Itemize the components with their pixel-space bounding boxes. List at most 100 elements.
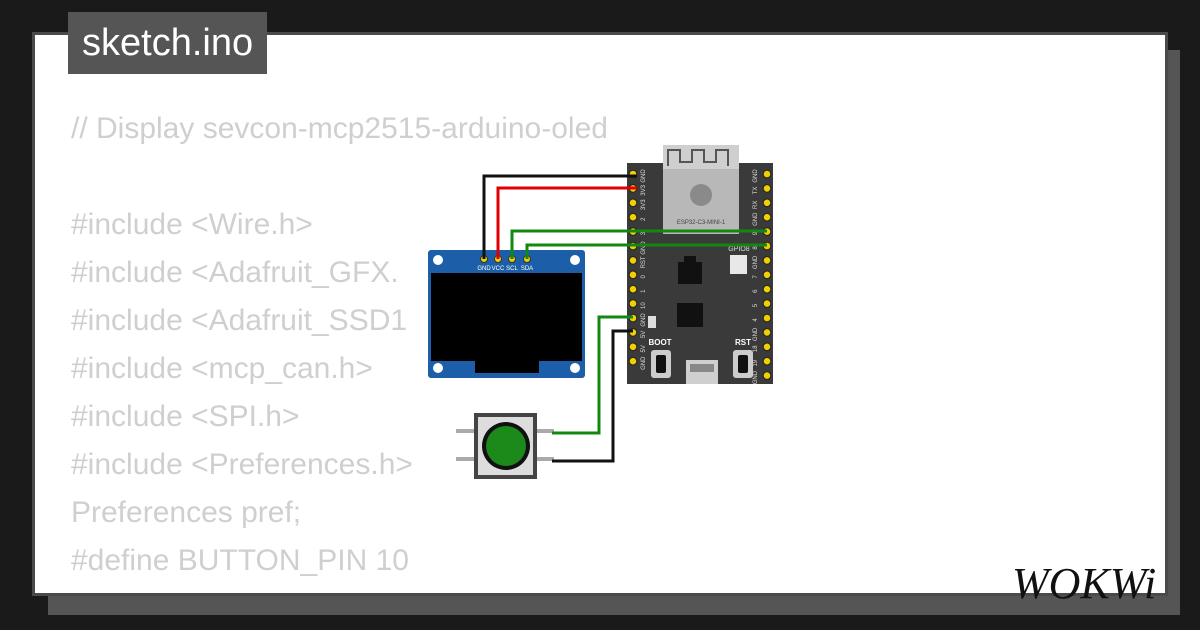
esp-pin[interactable] (762, 284, 772, 294)
esp-pin-label: 2 (641, 217, 647, 221)
esp-pin[interactable] (762, 184, 772, 193)
esp-pin-label: 5 (753, 303, 759, 307)
esp-pin-label: GND (641, 356, 647, 370)
wokwi-logo: WOKWi (1012, 559, 1156, 608)
preview-card: // Display sevcon-mcp2515-arduino-oled #… (32, 32, 1168, 596)
button-leg (534, 429, 554, 433)
esp-pin[interactable] (628, 256, 638, 265)
code-line: #define BUTTON_PIN 10 (71, 544, 409, 577)
wires (482, 174, 767, 463)
oled-pin-label: GND (477, 266, 491, 272)
esp-pin[interactable] (628, 356, 638, 366)
esp-pin[interactable] (628, 270, 638, 280)
esp-pin-label: 5V (641, 345, 647, 352)
oled-pin-label: SDA (521, 266, 533, 272)
oled-ribbon (475, 361, 539, 373)
code-line: Preferences pref; (71, 496, 302, 529)
code-line: #include <Wire.h> (71, 208, 313, 241)
esp-pin-label: 3V3 (641, 184, 647, 195)
rst-button-cap (738, 355, 748, 373)
wire-sda (525, 243, 767, 259)
esp-pin-label: GND (753, 327, 759, 341)
esp-pin-label: 19 (753, 359, 759, 366)
esp-pin[interactable] (628, 342, 638, 352)
wire-scl (510, 229, 767, 259)
esp-pin[interactable] (762, 299, 772, 308)
wire-button-gnd (552, 329, 633, 463)
esp-pin[interactable] (628, 212, 638, 222)
regulator (678, 262, 702, 284)
esp-pin-label: TX (753, 187, 759, 195)
esp-pin-label: RX (753, 201, 759, 209)
espressif-icon (690, 184, 712, 206)
code-line: #include <Adafruit_GFX. (71, 256, 399, 289)
code-line: #include <Preferences.h> (71, 448, 413, 481)
pushbutton[interactable] (456, 413, 554, 479)
esp-pin-label: GND (753, 370, 759, 384)
mount-hole (433, 363, 443, 373)
usb-chip (677, 303, 703, 327)
regulator-tab (684, 256, 696, 262)
esp-pin-label: 3V3 (641, 199, 647, 210)
esp-pin-label: 9 (753, 231, 759, 235)
esp-pin[interactable] (762, 270, 772, 280)
esp-pin-label: GND (753, 169, 759, 183)
esp-pin-label: GND (641, 169, 647, 183)
module-label: ESP32-C3-MINI-1 (677, 220, 726, 226)
code-line: #include <Adafruit_SSD1 (71, 304, 408, 337)
esp-pin-label: 5V (641, 331, 647, 338)
rgb-led (730, 255, 747, 274)
code-listing: // Display sevcon-mcp2515-arduino-oled #… (71, 105, 608, 585)
esp-pin-label: 6 (753, 289, 759, 293)
esp-pin-label: 3 (641, 231, 647, 235)
esp-pin-label: 18 (753, 345, 759, 352)
button-leg (534, 457, 554, 461)
esp-pin[interactable] (762, 371, 772, 380)
file-tab[interactable]: sketch.ino (68, 12, 268, 74)
boot-label: BOOT (648, 338, 671, 347)
antenna-trace (667, 149, 729, 166)
oled-screen (431, 273, 582, 361)
code-line: #include <mcp_can.h> (71, 352, 373, 385)
esp-pin-label: GND (641, 313, 647, 327)
esp-pin[interactable] (628, 284, 638, 294)
wire-button-signal (552, 315, 633, 435)
esp-pin-label: GND (641, 241, 647, 255)
usb-port-slot (690, 364, 714, 372)
esp-pin-label: RST (641, 256, 647, 268)
code-line: // Display sevcon-mcp2515-arduino-oled (71, 112, 608, 145)
oled-pin-label: VCC (492, 266, 505, 272)
esp-pin-label: GND (753, 255, 759, 269)
wire-gnd (482, 174, 637, 259)
button-leg (456, 429, 476, 433)
mount-hole (570, 255, 580, 265)
oled-pin-label: SCL (506, 266, 518, 272)
esp-pin[interactable] (762, 342, 772, 352)
esp-pin-label: 8 (753, 246, 759, 250)
esp-pin[interactable] (762, 328, 772, 337)
esp-pin[interactable] (762, 169, 772, 179)
esp-pin[interactable] (762, 212, 772, 222)
mount-hole (433, 255, 443, 265)
esp-pin[interactable] (628, 198, 638, 208)
esp-pin[interactable] (628, 299, 638, 308)
esp-pin-label: 0 (641, 274, 647, 278)
code-line: #include <SPI.h> (71, 400, 300, 433)
esp32-c3-board[interactable]: ESP32-C3-MINI-1 GPIO8 BOOT RST GND3V33V3… (627, 145, 773, 384)
boot-button-cap (656, 355, 666, 373)
esp-pin[interactable] (762, 356, 772, 366)
button-cap (486, 426, 526, 466)
esp-pin[interactable] (762, 256, 772, 265)
esp-pin[interactable] (762, 198, 772, 208)
esp-pin-label: 4 (753, 318, 759, 322)
smd-led (648, 316, 656, 328)
esp-pin-label: 1 (641, 289, 647, 293)
esp-pin[interactable] (762, 313, 772, 323)
mount-hole (570, 363, 580, 373)
oled-display[interactable]: GND VCC SCL SDA (428, 250, 585, 378)
led-label: GPIO8 (728, 246, 750, 253)
button-leg (456, 457, 476, 461)
